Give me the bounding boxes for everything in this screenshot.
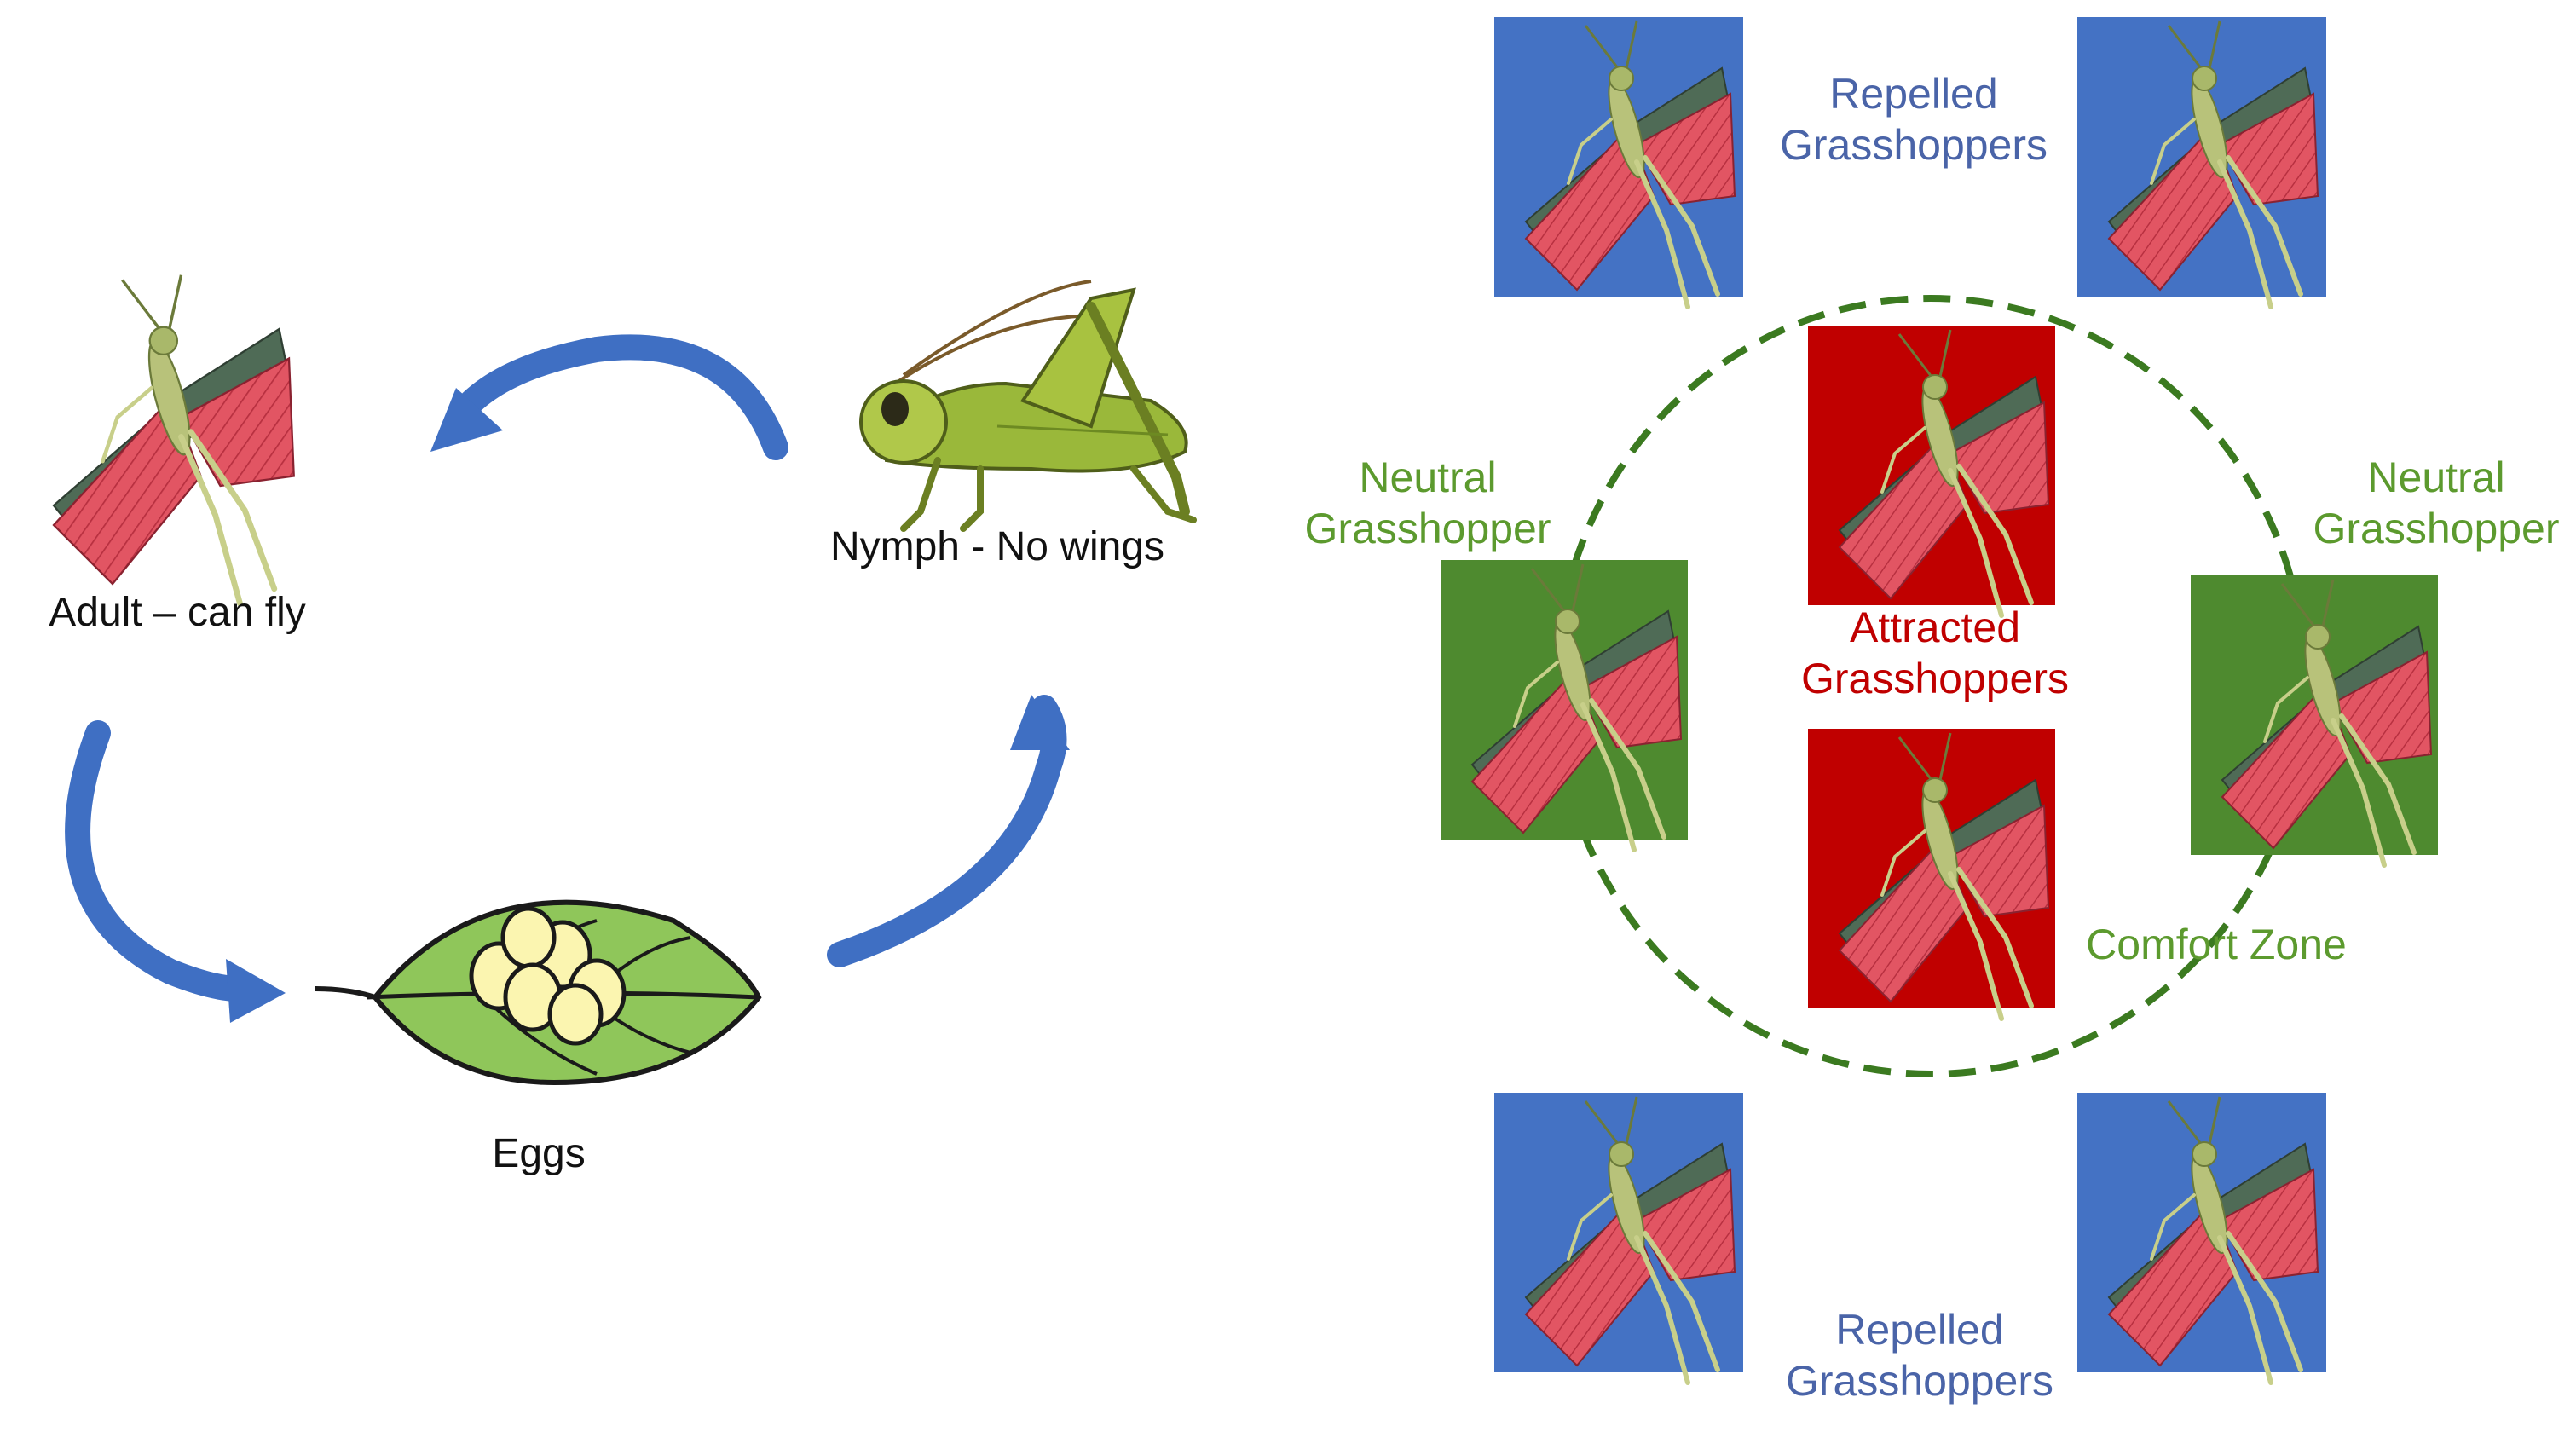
neutral-label-left: Neutral Grasshopper <box>1304 452 1551 554</box>
attracted-line1: Attracted <box>1849 603 2021 651</box>
neutral-left-line1: Neutral <box>1359 453 1497 501</box>
repelled-top-line1: Repelled <box>1829 70 1998 118</box>
repelled-bottom-line1: Repelled <box>1835 1306 2004 1354</box>
neutral-grasshopper-right <box>2191 575 2438 865</box>
neutral-label-right: Neutral Grasshopper <box>2313 452 2559 554</box>
comfort-zone-label: Comfort Zone <box>2086 921 2347 968</box>
attracted-label: Attracted Grasshoppers <box>1801 602 2069 704</box>
attracted-grasshopper-top <box>1808 326 2055 615</box>
repelled-top-line2: Grasshoppers <box>1779 121 2048 169</box>
neutral-left-line2: Grasshopper <box>1304 505 1551 552</box>
life-cycle <box>54 275 1197 1086</box>
leaf-with-eggs-icon <box>315 899 762 1086</box>
adult-label: Adult – can fly <box>49 590 306 635</box>
nymph-grasshopper-icon <box>859 280 1197 532</box>
attracted-grasshopper-bottom <box>1808 729 2055 1019</box>
repelled-label-top: Repelled Grasshoppers <box>1780 68 2048 170</box>
repelled-grasshopper-top-right <box>2077 17 2326 307</box>
eggs-label: Eggs <box>492 1131 586 1176</box>
egg-cluster <box>469 906 627 1046</box>
swarm-model <box>1441 17 2438 1383</box>
neutral-right-line1: Neutral <box>2367 453 2505 501</box>
repelled-bottom-line2: Grasshoppers <box>1785 1357 2054 1405</box>
arrow-adult-to-eggs <box>65 720 286 1023</box>
neutral-grasshopper-left <box>1441 560 1688 850</box>
repelled-grasshopper-bottom-right <box>2077 1093 2326 1383</box>
attracted-line2: Grasshoppers <box>1800 655 2070 702</box>
repelled-grasshopper-top-left <box>1494 17 1743 307</box>
adult-grasshopper-icon <box>54 275 294 603</box>
repelled-grasshopper-bottom-left <box>1494 1093 1743 1383</box>
nymph-label: Nymph - No wings <box>829 524 1165 569</box>
arrow-eggs-to-nymph <box>827 695 1070 967</box>
repelled-label-bottom: Repelled Grasshoppers <box>1786 1304 2053 1406</box>
arrow-nymph-to-adult <box>430 334 788 460</box>
neutral-right-line2: Grasshopper <box>2313 505 2560 552</box>
